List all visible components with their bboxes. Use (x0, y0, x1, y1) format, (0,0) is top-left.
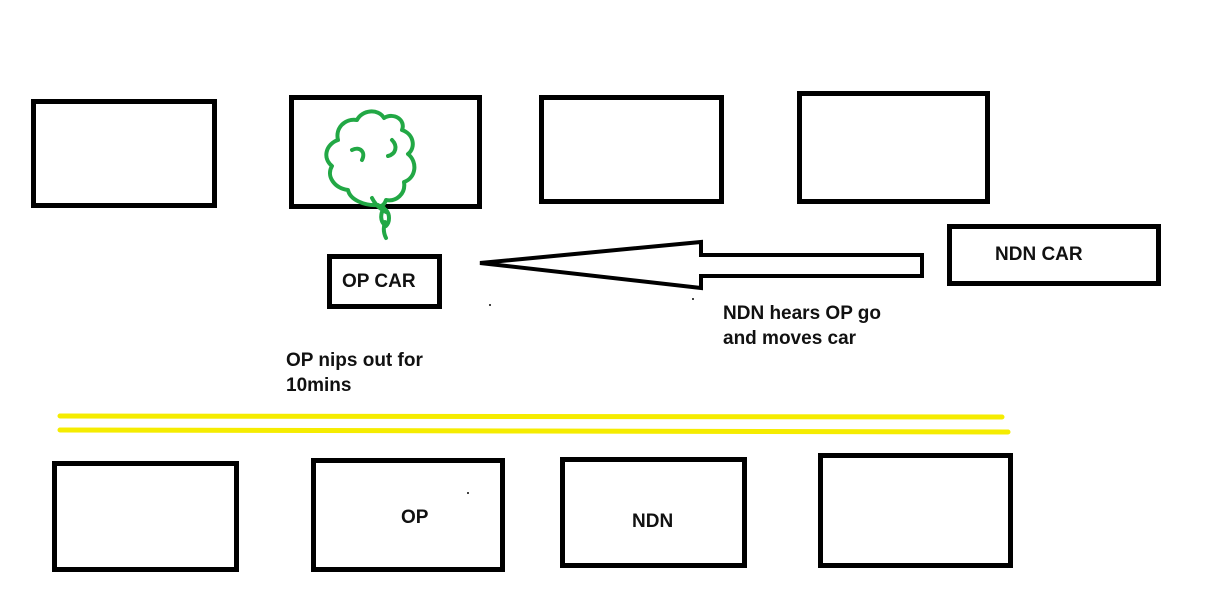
top-space-3 (539, 95, 724, 204)
top-space-4 (797, 91, 990, 204)
op-car-label: OP CAR (342, 271, 416, 292)
bottom-space-4 (818, 453, 1013, 568)
stray-dot (467, 492, 469, 494)
op-action-line-1: OP nips out for (286, 350, 423, 371)
stray-dot (692, 298, 694, 300)
ndn-car: NDN CAR (947, 224, 1161, 286)
road-lines (57, 413, 1011, 435)
ndn-action-line-1: NDN hears OP go (723, 303, 882, 324)
op-space-label: OP (401, 507, 429, 528)
ndn-space-label: NDN (632, 511, 674, 532)
bottom-space-op: OP (311, 458, 505, 572)
top-space-2-tree (289, 95, 482, 209)
stray-dot (489, 304, 491, 306)
ndn-action-note: NDN hears OP go and moves car (723, 301, 881, 351)
op-action-note: OP nips out for 10mins (286, 348, 423, 398)
tree-icon (324, 109, 417, 240)
ndn-car-label: NDN CAR (995, 244, 1083, 265)
bottom-space-ndn: NDN (560, 457, 747, 568)
ndn-action-line-2: and moves car (723, 328, 857, 349)
op-action-line-2: 10mins (286, 375, 352, 396)
move-arrow (479, 239, 924, 291)
bottom-space-1 (52, 461, 239, 572)
op-car: OP CAR (327, 254, 442, 309)
top-space-1 (31, 99, 217, 208)
